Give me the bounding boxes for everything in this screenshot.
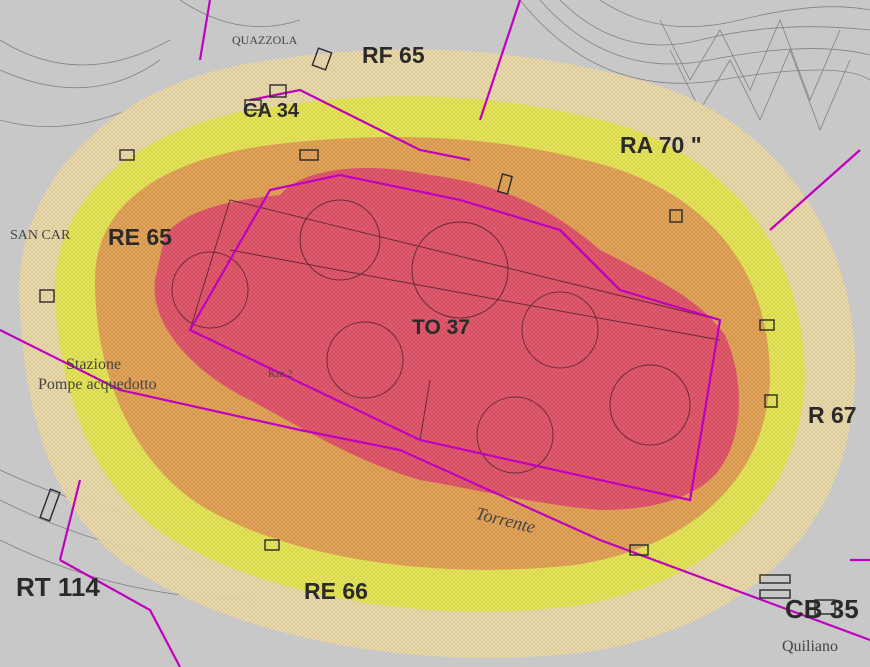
zone-label-r70: RA 70 " [620,132,702,158]
pompe-label: Pompe acquedotto [38,376,157,393]
zone-label-r66: RE 66 [304,578,368,604]
zone-label-r114: RT 114 [16,572,100,602]
km-label: Km 2 [268,368,293,380]
san-carlo-label: SAN CAR [10,228,71,243]
zone-label-c35: CB 35 [785,594,859,624]
buildings [39,47,836,615]
zone-label-r65-top: RF 65 [362,42,425,68]
stazione-label: Stazione [66,356,122,373]
quazzola-label: QUAZZOLA [232,33,298,47]
zone-label-r67: R 67 [808,402,857,428]
zone-label-r65-left: RE 65 [108,224,172,250]
zone-core [154,167,739,510]
quiliano-label: Quiliano [782,638,838,655]
zone-label-c34: CA 34 [243,100,299,122]
zone-label-t37: TO 37 [412,316,470,339]
facility-tanks [171,199,721,501]
